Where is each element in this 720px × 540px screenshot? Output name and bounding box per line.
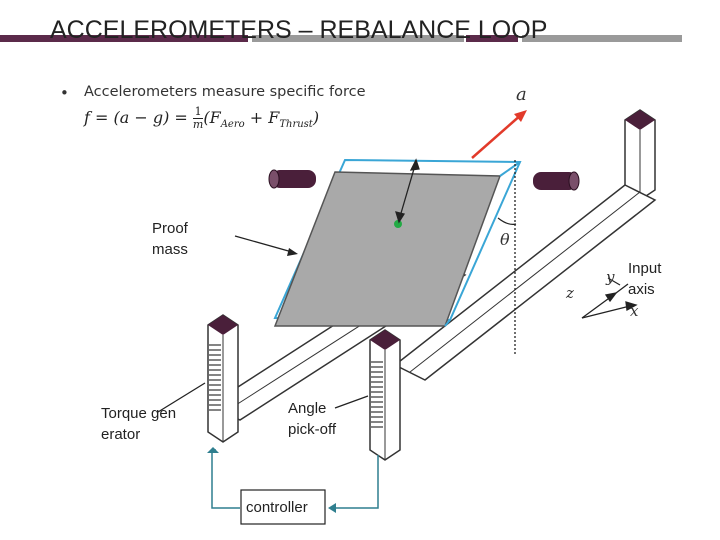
coordinate-axes <box>581 283 638 319</box>
wire-arrowhead-to-torque <box>207 447 219 453</box>
angle-pickoff-pointer <box>334 395 369 409</box>
right-support-post <box>393 109 657 381</box>
right-flexure-pin <box>533 171 580 191</box>
formula-frac-den: m <box>192 118 204 131</box>
acceleration-arrow <box>471 110 527 159</box>
formula-plus: + F <box>244 108 280 127</box>
angle-pickoff-post <box>369 329 401 461</box>
formula-rhs-open: (F <box>203 108 221 127</box>
title-bar-segment-gray <box>252 35 464 42</box>
formula-sub-aero: Aero <box>220 119 245 131</box>
axis-x-label: x <box>630 302 639 320</box>
bullet-text: Accelerometers measure specific force <box>84 84 366 100</box>
input-axis-arrow <box>607 277 621 286</box>
axis-z-label: z <box>566 284 574 302</box>
proof-mass-plate <box>273 171 502 327</box>
formula-frac-num: 1 <box>192 105 204 119</box>
controller-label: controller <box>246 499 308 516</box>
proof-mass-label: Proof mass <box>152 220 188 258</box>
acceleration-symbol: a <box>516 84 527 105</box>
axis-y-label: y <box>606 268 615 286</box>
proof-mass-pointer-arrow <box>234 235 298 256</box>
slide-title: ACCELEROMETERS – REBALANCE LOOP <box>50 16 548 44</box>
plate-normal-arrow <box>395 158 420 224</box>
controller-box <box>240 489 326 525</box>
left-flexure-pin <box>268 169 316 189</box>
mass-center-dot <box>394 220 402 228</box>
bullet-marker: • <box>60 84 69 102</box>
theta-arc <box>497 217 517 225</box>
input-axis-label: Input axis <box>628 260 662 298</box>
torque-generator-post <box>207 314 239 443</box>
formula-lhs: f = (a − g) = <box>84 108 193 127</box>
title-bar-segment-dark-2 <box>466 35 518 42</box>
theta-symbol: θ <box>500 230 510 249</box>
angle-pickoff-label: Angle pick-off <box>288 400 337 438</box>
torque-generator-label: Torque generator <box>101 405 177 443</box>
title-bar-segment-dark <box>0 35 248 42</box>
torque-generator-pointer <box>157 382 206 413</box>
wire-arrowhead-to-controller <box>328 503 336 513</box>
formula-sub-thrust: Thrust <box>279 119 313 131</box>
formula-close: ) <box>312 108 320 127</box>
title-bar-segment-gray-2 <box>522 35 682 42</box>
